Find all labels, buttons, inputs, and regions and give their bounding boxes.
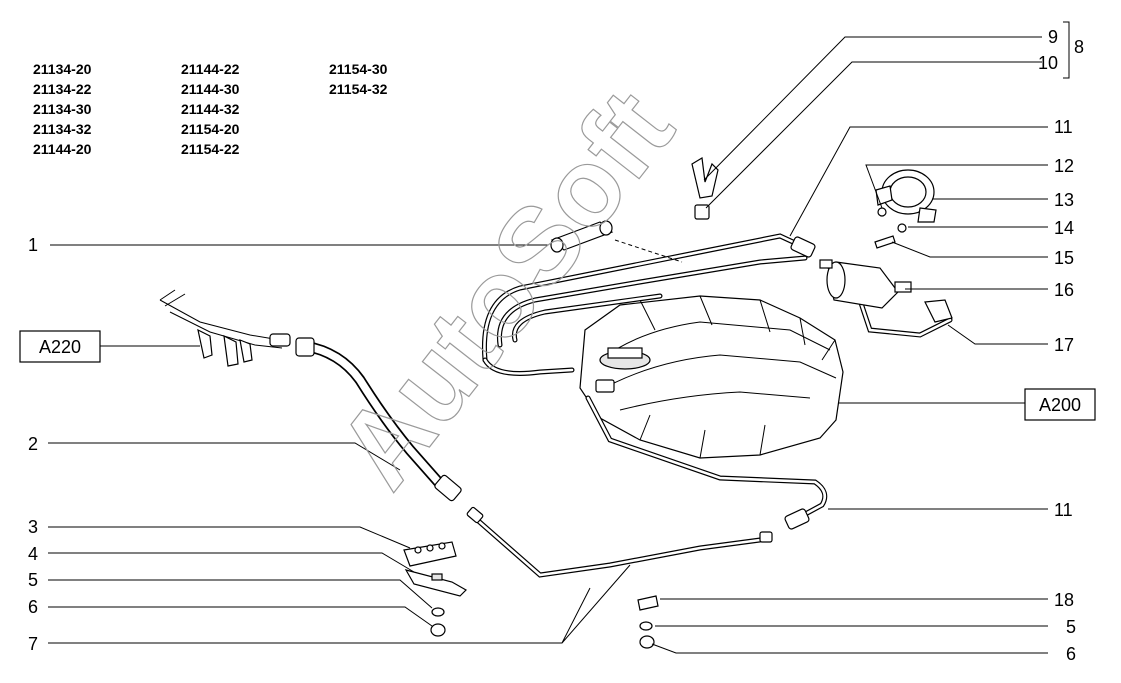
model-code: 21134-30 (33, 101, 92, 117)
callout-8: 8 (1074, 37, 1084, 57)
callout-11-lower: 11 (1054, 500, 1073, 520)
callout-16: 16 (1054, 280, 1074, 300)
callout-7: 7 (28, 634, 38, 654)
reference-box-a220: A220 (19, 330, 101, 363)
line-connector (466, 236, 816, 543)
leader-lines (48, 21, 1070, 654)
reference-label-a220: A220 (39, 337, 81, 357)
model-code: 21154-32 (329, 81, 388, 97)
model-code: 21144-20 (33, 141, 92, 157)
nut (430, 623, 655, 649)
callout-13: 13 (1054, 190, 1074, 210)
reference-box-a200: A200 (1024, 388, 1096, 421)
callout-17: 17 (1054, 335, 1074, 355)
callout-11: 11 (1054, 117, 1073, 137)
callout-6: 6 (28, 597, 38, 617)
callout-18: 18 (1054, 590, 1074, 610)
callout-14: 14 (1054, 218, 1074, 238)
model-code: 21134-20 (33, 61, 92, 77)
model-code: 21144-30 (181, 81, 240, 97)
clip-10 (694, 204, 710, 220)
callout-2: 2 (28, 434, 38, 454)
model-code: 21154-20 (181, 121, 240, 137)
callout-15: 15 (1054, 248, 1074, 268)
model-code: 21134-22 (33, 81, 92, 97)
model-code: 21144-32 (181, 101, 240, 117)
model-code: 21134-32 (33, 121, 92, 137)
fuel-rail (159, 289, 291, 367)
callout-9: 9 (1048, 27, 1058, 47)
callout-5-right: 5 (1066, 617, 1076, 637)
callout-3: 3 (28, 517, 38, 537)
model-code: 21154-22 (181, 141, 240, 157)
washer (431, 607, 653, 631)
model-list: 21134-20 21144-22 21154-30 21134-22 2114… (33, 60, 449, 159)
fuel-tank (579, 295, 844, 459)
callout-12: 12 (1054, 156, 1074, 176)
callout-4: 4 (28, 544, 38, 564)
clip-9 (691, 157, 719, 199)
mounting-bracket (404, 569, 467, 597)
callout-10: 10 (1038, 53, 1058, 73)
clip-18 (637, 595, 659, 611)
line-clip (403, 541, 457, 567)
reference-label-a200: A200 (1039, 395, 1081, 415)
rubber-sleeve (550, 220, 683, 263)
filter-clamp (874, 169, 937, 249)
callout-6-right: 6 (1066, 644, 1076, 664)
model-code: 21144-22 (181, 61, 240, 77)
callout-1: 1 (28, 235, 38, 255)
fuel-filter (819, 259, 912, 309)
fuel-hose (295, 337, 462, 502)
quick-connector (924, 299, 953, 323)
callout-5: 5 (28, 570, 38, 590)
fuel-lines (472, 233, 953, 578)
model-code: 21154-30 (329, 61, 388, 77)
watermark: AutoSoft (314, 68, 697, 510)
